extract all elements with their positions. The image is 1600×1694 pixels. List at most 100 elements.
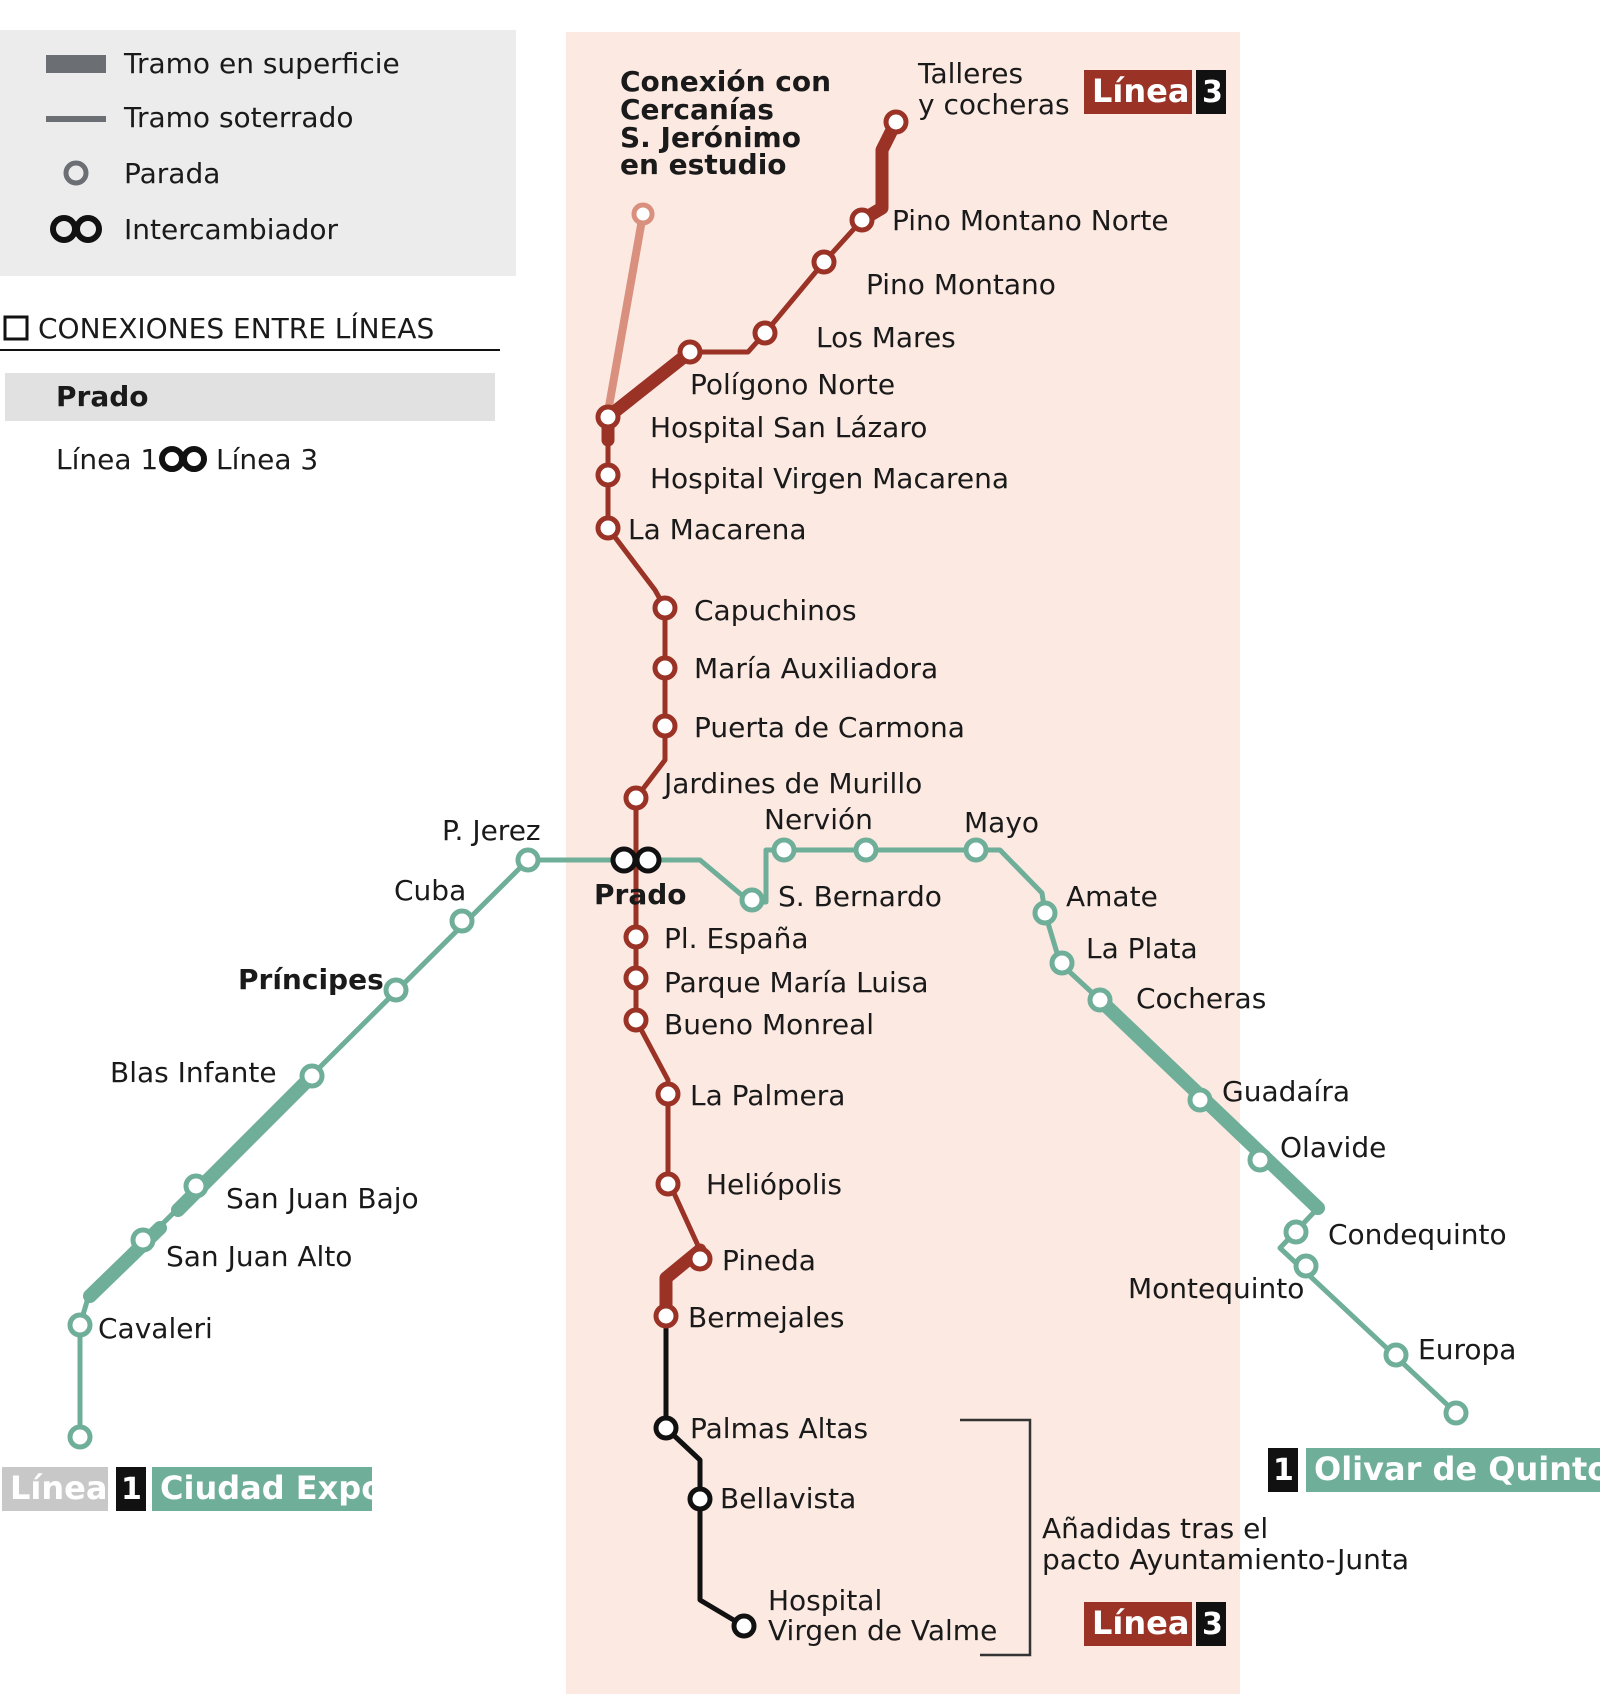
stop-cavaleri: [67, 1312, 93, 1338]
line-3-south-badge: Línea 3: [1084, 1602, 1226, 1646]
stop-talleres: [883, 109, 909, 135]
svg-text:La Plata: La Plata: [1086, 932, 1198, 965]
stop-jardines-murillo: [623, 785, 649, 811]
stop-san-juan-alto: [130, 1227, 156, 1253]
svg-text:Palmas Altas: Palmas Altas: [690, 1412, 868, 1445]
infinity-icon: [50, 215, 102, 243]
thin-line-icon: [46, 116, 106, 122]
stop-condequinto: [1283, 1219, 1309, 1245]
svg-text:Línea: Línea: [1092, 1604, 1189, 1642]
svg-text:Mayo: Mayo: [964, 806, 1039, 839]
svg-text:María Auxiliadora: María Auxiliadora: [694, 652, 938, 685]
connection-station: Prado: [56, 380, 149, 413]
svg-text:Montequinto: Montequinto: [1128, 1272, 1304, 1305]
stop-maria-auxiliadora: [652, 655, 678, 681]
svg-text:Olivar de Quintos: Olivar de Quintos: [1314, 1450, 1600, 1488]
stop-cocheras: [1087, 987, 1113, 1013]
stop-olivar-quintos: [1443, 1400, 1469, 1426]
connection-station-bar: [5, 373, 495, 421]
stop-pineda: [687, 1246, 713, 1272]
added-stations-note-1: Añadidas tras el: [1042, 1512, 1268, 1545]
svg-text:San Juan Alto: San Juan Alto: [166, 1240, 352, 1273]
svg-text:Ciudad Expo: Ciudad Expo: [160, 1469, 383, 1507]
svg-text:Blas Infante: Blas Infante: [110, 1056, 277, 1089]
stop-principes: [383, 977, 409, 1003]
stop-p-jerez: [515, 847, 541, 873]
circle-icon: [63, 160, 89, 186]
svg-text:Pino Montano Norte: Pino Montano Norte: [892, 204, 1169, 237]
svg-text:S. Bernardo: S. Bernardo: [778, 880, 942, 913]
svg-text:La Palmera: La Palmera: [690, 1079, 845, 1112]
svg-text:Talleres: Talleres: [917, 57, 1023, 90]
stop-pino-montano-norte: [849, 207, 875, 233]
legend-label-stop: Parada: [124, 157, 220, 190]
svg-text:La Macarena: La Macarena: [628, 513, 807, 546]
stop-bermejales: [653, 1303, 679, 1329]
central-band: [566, 32, 1240, 1694]
stop-mayo-west: [853, 837, 879, 863]
stop-hospital-san-lazaro: [595, 404, 621, 430]
svg-text:Jardines de Murillo: Jardines de Murillo: [662, 767, 922, 800]
svg-text:3: 3: [1202, 75, 1223, 110]
stop-pino-montano: [811, 249, 837, 275]
svg-text:Cavaleri: Cavaleri: [98, 1312, 213, 1345]
stop-s-bernardo: [739, 887, 765, 913]
svg-text:Bermejales: Bermejales: [688, 1301, 845, 1334]
svg-text:1: 1: [121, 1472, 142, 1507]
svg-text:Capuchinos: Capuchinos: [694, 594, 857, 627]
svg-text:Olavide: Olavide: [1280, 1131, 1386, 1164]
line-3-extension: [663, 1316, 744, 1628]
connection-line-b: Línea 3: [216, 443, 318, 476]
svg-text:Cuba: Cuba: [394, 874, 466, 907]
svg-text:3: 3: [1202, 1607, 1223, 1642]
svg-text:Hospital San Lázaro: Hospital San Lázaro: [650, 411, 927, 444]
connections-title: CONEXIONES ENTRE LÍNEAS: [38, 311, 434, 345]
line-1-labels: P. Jerez Cuba Príncipes Blas Infante San…: [98, 803, 1516, 1366]
cercanias-note: Conexión con Cercanías S. Jerónimo en es…: [620, 65, 831, 181]
svg-text:Polígono Norte: Polígono Norte: [690, 368, 895, 401]
stop-cuba: [449, 908, 475, 934]
extension-stops: [653, 1415, 757, 1639]
svg-text:1: 1: [1273, 1453, 1294, 1488]
svg-text:Nervión: Nervión: [764, 803, 873, 836]
legend-label-surface: Tramo en superficie: [123, 47, 400, 80]
svg-text:Príncipes: Príncipes: [238, 963, 384, 996]
connection-infinity-icon: [159, 446, 207, 472]
stop-europa: [1383, 1342, 1409, 1368]
stop-bellavista: [687, 1486, 713, 1512]
line-3-badge-north: [1084, 70, 1192, 114]
stop-blas-infante: [299, 1063, 325, 1089]
cercanias-stop: [631, 202, 655, 226]
legend-label-interchange: Intercambiador: [124, 213, 339, 246]
svg-text:y cocheras: y cocheras: [918, 88, 1070, 121]
svg-text:Parque María Luisa: Parque María Luisa: [664, 966, 929, 999]
svg-text:P. Jerez: P. Jerez: [442, 814, 541, 847]
svg-text:Pl. España: Pl. España: [664, 922, 809, 955]
svg-text:Virgen de Valme: Virgen de Valme: [768, 1614, 997, 1647]
stop-ciudad-expo: [67, 1424, 93, 1450]
line-1-stops: [67, 837, 1469, 1450]
stop-amate: [1032, 900, 1058, 926]
svg-text:Heliópolis: Heliópolis: [706, 1168, 842, 1201]
svg-text:Bueno Monreal: Bueno Monreal: [664, 1008, 874, 1041]
svg-text:S. Jerónimo: S. Jerónimo: [620, 121, 801, 154]
stop-san-juan-bajo: [183, 1173, 209, 1199]
svg-text:Bellavista: Bellavista: [720, 1482, 856, 1515]
stop-hospital-valme: [731, 1613, 757, 1639]
svg-text:Línea: Línea: [1092, 72, 1189, 110]
svg-text:Europa: Europa: [1418, 1333, 1516, 1366]
stop-bueno-monreal: [623, 1007, 649, 1033]
stop-pl-espana: [623, 924, 649, 950]
svg-text:Cercanías: Cercanías: [620, 93, 774, 126]
stop-los-mares: [752, 320, 778, 346]
stop-nervion: [771, 837, 797, 863]
added-stations-note-2: pacto Ayuntamiento-Junta: [1042, 1543, 1409, 1576]
stop-parque-maria-luisa: [623, 965, 649, 991]
stop-la-plata: [1049, 950, 1075, 976]
stop-montequinto: [1293, 1253, 1319, 1279]
line-3-north-terminus: Talleres y cocheras Línea 3: [917, 57, 1226, 121]
svg-text:Condequinto: Condequinto: [1328, 1218, 1507, 1251]
line-3-number-north: [1196, 70, 1226, 114]
svg-text:en estudio: en estudio: [620, 148, 787, 181]
